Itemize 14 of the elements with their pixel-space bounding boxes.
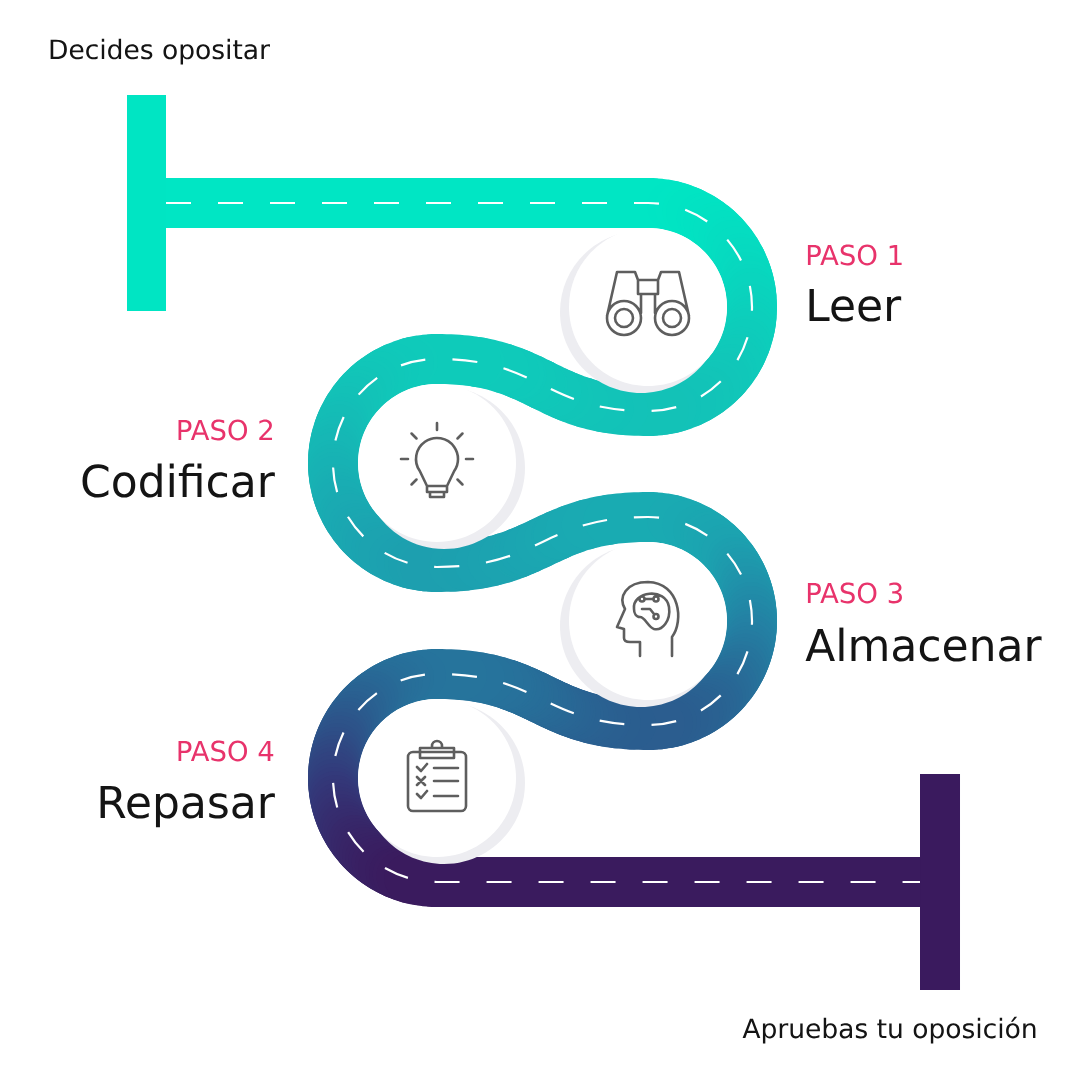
step-circle <box>560 228 727 393</box>
step-circle <box>560 542 727 707</box>
step-number: PASO 2 <box>178 419 272 441</box>
step-title: Repasar <box>100 785 275 828</box>
step-circle <box>358 699 525 864</box>
step-number: PASO 4 <box>178 740 274 762</box>
step-number: PASO 3 <box>807 582 902 604</box>
step-title: Almacenar <box>805 627 1042 662</box>
step-circle <box>358 384 525 549</box>
step-title: Codificar <box>82 463 275 498</box>
caption-text: Decides opositar <box>50 38 270 65</box>
step-title: Leer <box>809 288 902 322</box>
step-number: PASO 1 <box>807 244 902 266</box>
caption-text: Apruebas tu oposición <box>742 1016 1036 1044</box>
